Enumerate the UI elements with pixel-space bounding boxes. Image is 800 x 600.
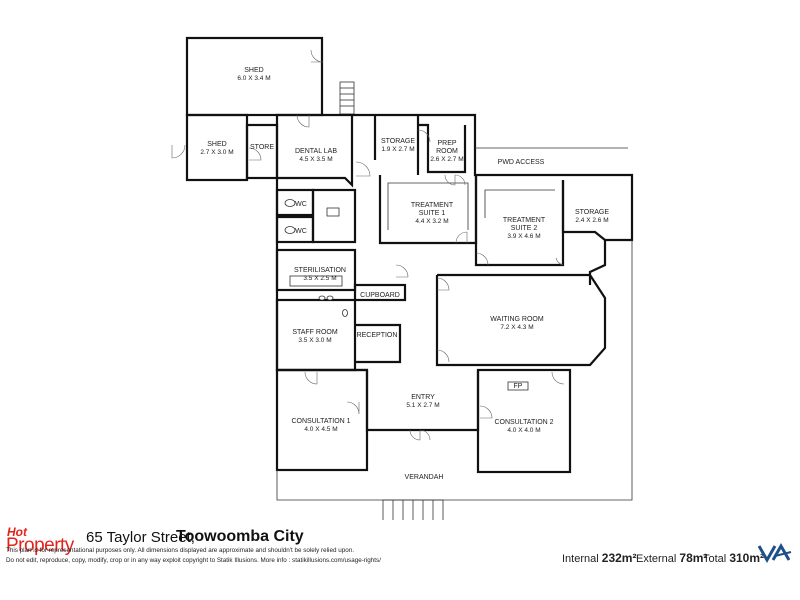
room-dims-entry: 5.1 X 2.7 M	[406, 402, 439, 409]
room-label-treatment-1a: TREATMENT	[411, 202, 454, 209]
room-dims-prep-room: 2.6 X 2.7 M	[430, 156, 463, 163]
stairs	[339, 81, 355, 115]
area-internal-label: Internal	[562, 553, 599, 565]
room-dims-shed-large: 6.0 X 3.4 M	[237, 75, 270, 82]
area-total-label: Total	[703, 553, 727, 565]
room-dims-waiting-room: 7.2 X 4.3 M	[500, 324, 533, 331]
room-label-cupboard: CUPBOARD	[360, 292, 400, 299]
area-total: Total 310m²	[703, 551, 764, 565]
room-label-sterilisation: STERILISATION	[294, 267, 346, 274]
room-label-treatment-2b: SUITE 2	[511, 225, 538, 232]
sink-icon	[342, 309, 348, 317]
room-label-wc-1: WC	[295, 201, 307, 208]
room-label-dental-lab: DENTAL LAB	[295, 148, 337, 155]
room-label-consultation-2: CONSULTATION 2	[494, 419, 553, 426]
area-external-label: External	[636, 553, 677, 565]
toilet-icon	[284, 226, 296, 234]
doors	[171, 49, 565, 441]
room-label-wc-2: WC	[295, 228, 307, 235]
room-label-reception: RECEPTION	[357, 332, 398, 339]
fixtures	[284, 199, 348, 317]
walls	[185, 36, 634, 520]
toilet-icon	[284, 199, 296, 207]
room-label-storage-top: STORAGE	[381, 138, 415, 145]
room-label-waiting-room: WAITING ROOM	[490, 316, 544, 323]
room-label-store: STORE	[250, 144, 274, 151]
room-dims-dental-lab: 4.5 X 3.5 M	[299, 156, 332, 163]
room-dims-shed-small: 2.7 X 3.0 M	[200, 149, 233, 156]
room-label-prep-room-2: ROOM	[436, 148, 458, 155]
statik-illusions-logo-icon	[757, 542, 792, 564]
area-total-value: 310m²	[729, 551, 764, 565]
room-dims-sterilisation: 3.5 X 2.5 M	[303, 275, 336, 282]
room-dims-treatment-1: 4.4 X 3.2 M	[415, 218, 448, 225]
brand-logo-hot: Hot	[7, 525, 27, 539]
room-label-treatment-1b: SUITE 1	[419, 210, 446, 217]
room-label-entry: ENTRY	[411, 394, 435, 401]
sink-icon	[318, 295, 326, 301]
room-label-shed-large: SHED	[244, 67, 263, 74]
room-label-staff-room: STAFF ROOM	[292, 329, 338, 336]
room-label-consultation-1: CONSULTATION 1	[291, 418, 350, 425]
disclaimer-line-2: Do not edit, reproduce, copy, modify, cr…	[6, 557, 381, 564]
area-internal-value: 232m²	[601, 551, 637, 565]
disclaimer-line-1: This plan is for representational purpos…	[6, 547, 354, 554]
room-label-fp: FP	[514, 383, 523, 390]
room-label-prep-room-1: PREP	[437, 140, 456, 147]
room-dims-consultation-2: 4.0 X 4.0 M	[507, 427, 540, 434]
floor-plan: SHED 6.0 X 3.4 M SHED 2.7 X 3.0 M STORE …	[171, 36, 634, 520]
room-label-pwd-access: PWD ACCESS	[498, 159, 545, 166]
room-labels: SHED 6.0 X 3.4 M SHED 2.7 X 3.0 M STORE …	[200, 67, 609, 481]
room-dims-consultation-1: 4.0 X 4.5 M	[304, 426, 337, 433]
room-label-shed-small: SHED	[207, 141, 226, 148]
room-dims-storage-right: 2.4 X 2.6 M	[575, 217, 608, 224]
store-outline	[245, 123, 279, 180]
brand-logo-property: Property	[6, 535, 74, 556]
sink-icon	[326, 295, 334, 301]
room-dims-staff-room: 3.5 X 3.0 M	[298, 337, 331, 344]
basin-icon	[326, 207, 340, 217]
address-city: Toowoomba City	[176, 528, 304, 545]
shed-large-outline	[185, 36, 324, 117]
room-label-verandah: VERANDAH	[405, 474, 444, 481]
room-label-storage-right: STORAGE	[575, 209, 609, 216]
room-label-treatment-2a: TREATMENT	[503, 217, 546, 224]
room-dims-storage-top: 1.9 X 2.7 M	[381, 146, 414, 153]
address-street: 65 Taylor Street,	[86, 529, 195, 546]
room-dims-treatment-2: 3.9 X 4.6 M	[507, 233, 540, 240]
area-internal: Internal 232m²	[562, 551, 636, 565]
area-external: External 78m²	[636, 551, 707, 565]
area-external-value: 78m²	[679, 551, 708, 565]
